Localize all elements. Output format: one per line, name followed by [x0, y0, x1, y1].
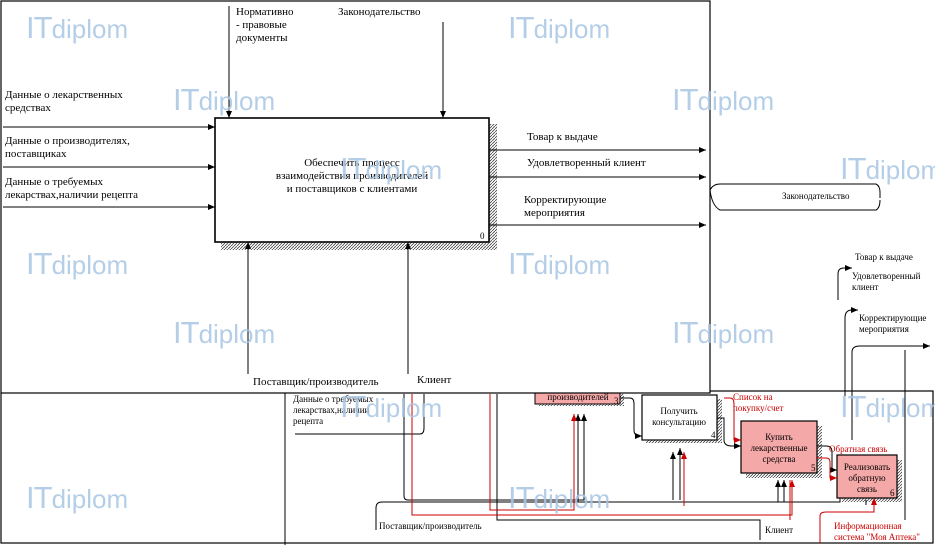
process-box [214, 117, 490, 243]
watermark-logo: ITdiplom [840, 151, 935, 186]
required-input-label: Данные о требуемых лекарствах,наличии ре… [5, 176, 138, 201]
info-system-label: Информационная система "Моя Аптека" [834, 521, 920, 542]
normative-control-label: Нормативно - правовые документы [236, 6, 294, 44]
box-3-label: производителей [547, 392, 609, 402]
supplier-mechanism-label: Поставщик/производитель [253, 376, 379, 388]
watermark-logo: ITdiplom [26, 246, 129, 281]
watermark-logo: ITdiplom [840, 389, 935, 424]
watermark-logo: ITdiplom [672, 82, 775, 117]
process-title: Обеспечить процесс взаимодействия произв… [275, 157, 429, 195]
legislation-control-label: Законодательство [338, 6, 421, 18]
watermark-logo: ITdiplom [340, 151, 443, 186]
box-6-label: Реализовать обратную связь [843, 462, 891, 494]
corrective-output-label: Корректирующие мероприятия [524, 194, 607, 219]
watermark-logo: ITdiplom [508, 246, 611, 281]
process-number: 0 [480, 231, 485, 241]
bg-corrective-label: Корректирующие мероприятия [859, 313, 927, 334]
box-5 [740, 420, 818, 474]
watermark-logo: ITdiplom [173, 82, 276, 117]
box-3-number: 3 [614, 396, 619, 406]
box-6-number: 6 [890, 488, 895, 498]
watermark-logo: ITdiplom [26, 10, 129, 45]
bg-required-input-label: Данные о требуемых лекарствах,наличии ре… [293, 394, 374, 426]
background-diagram [0, 183, 934, 545]
watermark-logo: ITdiplom [672, 315, 775, 350]
watermark-logo: ITdiplom [173, 315, 276, 350]
bg-satisfied-label: Удовлетворенный клиент [852, 271, 921, 292]
watermark-logo: ITdiplom [26, 480, 129, 515]
feedback-label: Обратная связь [829, 444, 888, 454]
shopping-list-label: Список на покупку/счет [733, 392, 784, 413]
legislation-line [709, 183, 881, 198]
corrective-output-arrow [851, 343, 930, 440]
box-4-label: Получить консультацию [652, 406, 706, 427]
bg-legislation-label: Законодательство [782, 191, 850, 201]
bg-client-label: Клиент [765, 525, 794, 535]
client-mechanism-label: Клиент [417, 374, 452, 386]
satisfied-output-arrow [844, 307, 858, 396]
goods-output-label: Товар к выдаче [527, 131, 598, 143]
bg-supplier-label: Поставщик/производитель [379, 521, 482, 531]
box-4-number: 4 [711, 430, 716, 440]
goods-output-arrow [837, 265, 852, 300]
main-frame [0, 0, 711, 394]
box-5-label: Купить лекарственные средства [750, 432, 808, 464]
bg-goods-label: Товар к выдаче [855, 252, 913, 262]
main-diagram [0, 0, 711, 394]
satisfied-output-label: Удовлетворенный клиент [527, 157, 646, 169]
medicines-input-label: Данные о лекарственных средствах [5, 89, 123, 114]
watermark-logo: ITdiplom [508, 480, 611, 515]
box-5-number: 5 [811, 463, 816, 473]
watermark-logo: ITdiplom [340, 389, 443, 424]
producers-input-label: Данные о производителях, поставщиках [5, 135, 130, 160]
box-4 [641, 394, 718, 441]
box-6 [836, 454, 898, 499]
watermark-logo: ITdiplom [508, 10, 611, 45]
